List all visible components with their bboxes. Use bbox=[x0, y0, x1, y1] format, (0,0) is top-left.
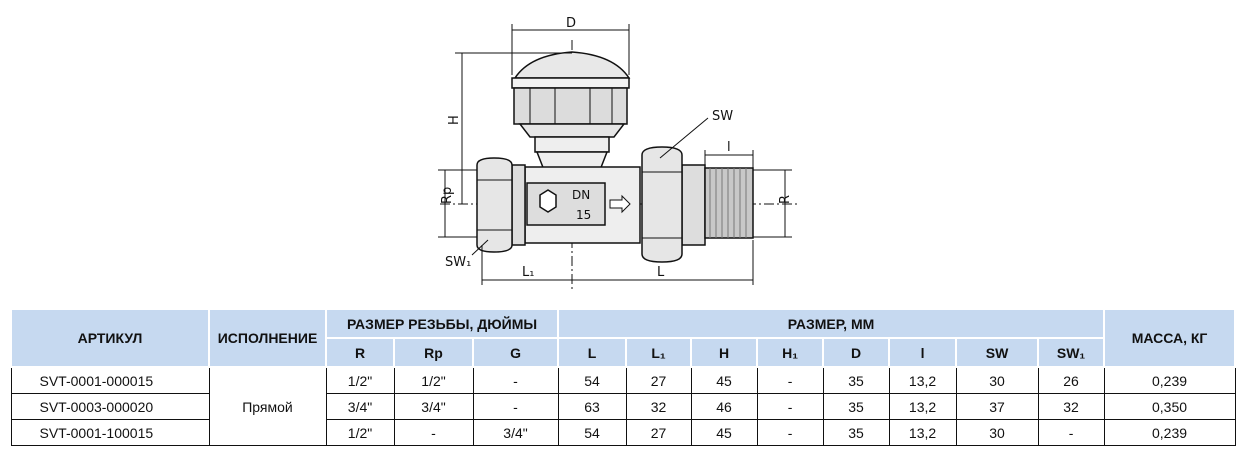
dim-L1: L₁ bbox=[522, 265, 534, 280]
header-thread-size: РАЗМЕР РЕЗЬБЫ, ДЮЙМЫ bbox=[324, 308, 560, 339]
cell: 1/2" bbox=[325, 366, 395, 394]
dim-D: D bbox=[566, 16, 576, 31]
cell: 45 bbox=[690, 419, 758, 446]
dim-R: R bbox=[778, 195, 793, 204]
subheader-H: H bbox=[690, 337, 759, 368]
cell: 37 bbox=[955, 393, 1039, 420]
spec-table: АРТИКУЛ ИСПОЛНЕНИЕ РАЗМЕР РЕЗЬБЫ, ДЮЙМЫ … bbox=[10, 308, 1237, 446]
cell: 26 bbox=[1037, 366, 1105, 394]
cell: 27 bbox=[625, 419, 692, 446]
cell: 3/4" bbox=[393, 393, 474, 420]
subheader-SW1: SW₁ bbox=[1037, 337, 1106, 368]
subheader-L: L bbox=[557, 337, 628, 368]
dim-Rp: Rp bbox=[440, 187, 455, 204]
dim-SW1: SW₁ bbox=[445, 255, 471, 270]
subheader-G: G bbox=[471, 337, 560, 368]
subheader-H1: H₁ bbox=[756, 337, 825, 368]
header-mass: МАССА, КГ bbox=[1103, 308, 1237, 368]
cell: 3/4" bbox=[472, 419, 559, 446]
subheader-SW: SW bbox=[955, 337, 1040, 368]
cell: - bbox=[1037, 419, 1105, 446]
cell: 35 bbox=[822, 366, 890, 394]
cell: 27 bbox=[625, 366, 692, 394]
cell: - bbox=[756, 366, 824, 394]
cell: 32 bbox=[625, 393, 692, 420]
cell: - bbox=[756, 419, 824, 446]
mass-cell: 0,350 bbox=[1103, 393, 1236, 420]
subheader-Rp: Rp bbox=[393, 337, 474, 368]
mass-cell: 0,239 bbox=[1103, 366, 1236, 394]
cell: 46 bbox=[690, 393, 758, 420]
cell: 13,2 bbox=[888, 419, 957, 446]
header-size-mm: РАЗМЕР, ММ bbox=[557, 308, 1106, 339]
subheader-R: R bbox=[325, 337, 395, 368]
cell: 1/2" bbox=[325, 419, 395, 446]
cell: 3/4" bbox=[325, 393, 395, 420]
cell: 32 bbox=[1037, 393, 1105, 420]
cell: 13,2 bbox=[888, 366, 957, 394]
cell: 63 bbox=[557, 393, 627, 420]
version-cell: Прямой bbox=[208, 366, 327, 446]
dim-SW: SW bbox=[712, 109, 733, 124]
subheader-D: D bbox=[822, 337, 891, 368]
article-cell: SVT-0001-100015 bbox=[10, 419, 210, 446]
header-article: АРТИКУЛ bbox=[10, 308, 210, 368]
cell: - bbox=[393, 419, 474, 446]
cell: - bbox=[472, 393, 559, 420]
cell: 54 bbox=[557, 366, 627, 394]
header-version: ИСПОЛНЕНИЕ bbox=[208, 308, 327, 368]
dim-H: H bbox=[447, 115, 462, 125]
dim-l: l bbox=[727, 140, 731, 155]
cell: 30 bbox=[955, 419, 1039, 446]
dim-L: L bbox=[657, 265, 665, 280]
cell: - bbox=[756, 393, 824, 420]
article-cell: SVT-0003-000020 bbox=[10, 393, 210, 420]
valve-drawing: D H SW l R Rp SW₁ L₁ L DN 15 bbox=[438, 16, 800, 290]
cell: 35 bbox=[822, 393, 890, 420]
cell: - bbox=[472, 366, 559, 394]
plate-size: 15 bbox=[576, 208, 591, 222]
article-cell: SVT-0001-000015 bbox=[10, 366, 210, 394]
cell: 13,2 bbox=[888, 393, 957, 420]
subheader-L1: L₁ bbox=[625, 337, 693, 368]
cell: 1/2" bbox=[393, 366, 474, 394]
mass-cell: 0,239 bbox=[1103, 419, 1236, 446]
cell: 45 bbox=[690, 366, 758, 394]
cell: 30 bbox=[955, 366, 1039, 394]
cell: 35 bbox=[822, 419, 890, 446]
subheader-l: l bbox=[888, 337, 958, 368]
cell: 54 bbox=[557, 419, 627, 446]
plate-dn: DN bbox=[572, 188, 590, 202]
